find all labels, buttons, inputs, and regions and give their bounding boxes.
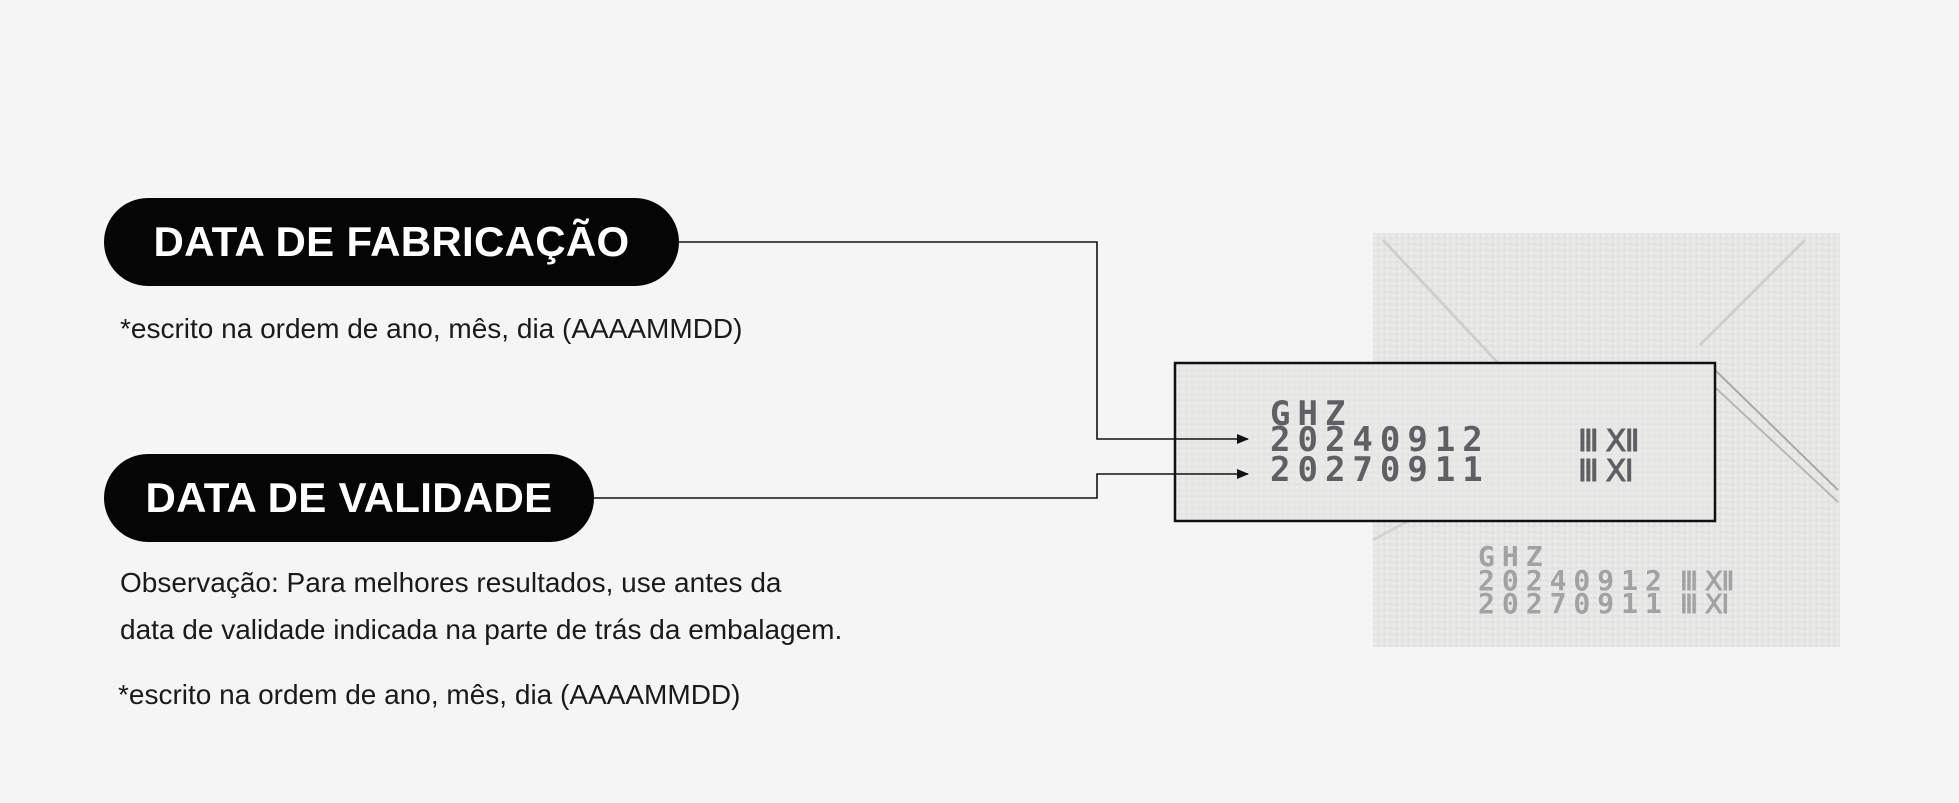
secondary-print-line-3: 20270911 (1478, 587, 1669, 620)
print-line-expiry: 20270911 (1270, 450, 1490, 490)
svg-text:ⅢⅫ: ⅢⅫ (1680, 567, 1741, 597)
secondary-print: GHZ 20240912 20270911 ⅢⅫ ⅢⅪ (1478, 540, 1741, 620)
expiry-observation-line-1: Observação: Para melhores resultados, us… (120, 567, 782, 598)
expiry-date-label: DATA DE VALIDADE (104, 454, 594, 542)
manufacture-date-note: *escrito na ordem de ano, mês, dia (AAAA… (120, 313, 743, 344)
svg-text:ⅢⅪ: ⅢⅪ (1578, 454, 1641, 489)
manufacture-connector-arrow (679, 241, 1249, 444)
date-highlight-box: GHZ 20240912 20270911 ⅢⅫ ⅢⅪ (1173, 361, 1717, 523)
print-line-code: GHZ (1270, 394, 1352, 434)
expiry-observation-line-2: data de validade indicada na parte de tr… (120, 614, 843, 645)
expiry-connector-arrow (594, 469, 1249, 499)
manufacture-date-label-text: DATA DE FABRICAÇÃO (153, 218, 630, 265)
svg-text:ⅢⅫ: ⅢⅫ (1578, 424, 1647, 459)
expiry-date-label-text: DATA DE VALIDADE (145, 474, 553, 521)
secondary-print-line-1: GHZ (1478, 540, 1550, 573)
manufacture-date-label: DATA DE FABRICAÇÃO (104, 198, 679, 286)
print-line-manufacture: 20240912 (1270, 420, 1490, 460)
svg-text:ⅢⅪ: ⅢⅪ (1680, 590, 1736, 620)
secondary-print-line-2: 20240912 (1478, 564, 1669, 597)
expiry-date-note: *escrito na ordem de ano, mês, dia (AAAA… (118, 679, 741, 710)
expiry-observation: Observação: Para melhores resultados, us… (120, 559, 842, 653)
